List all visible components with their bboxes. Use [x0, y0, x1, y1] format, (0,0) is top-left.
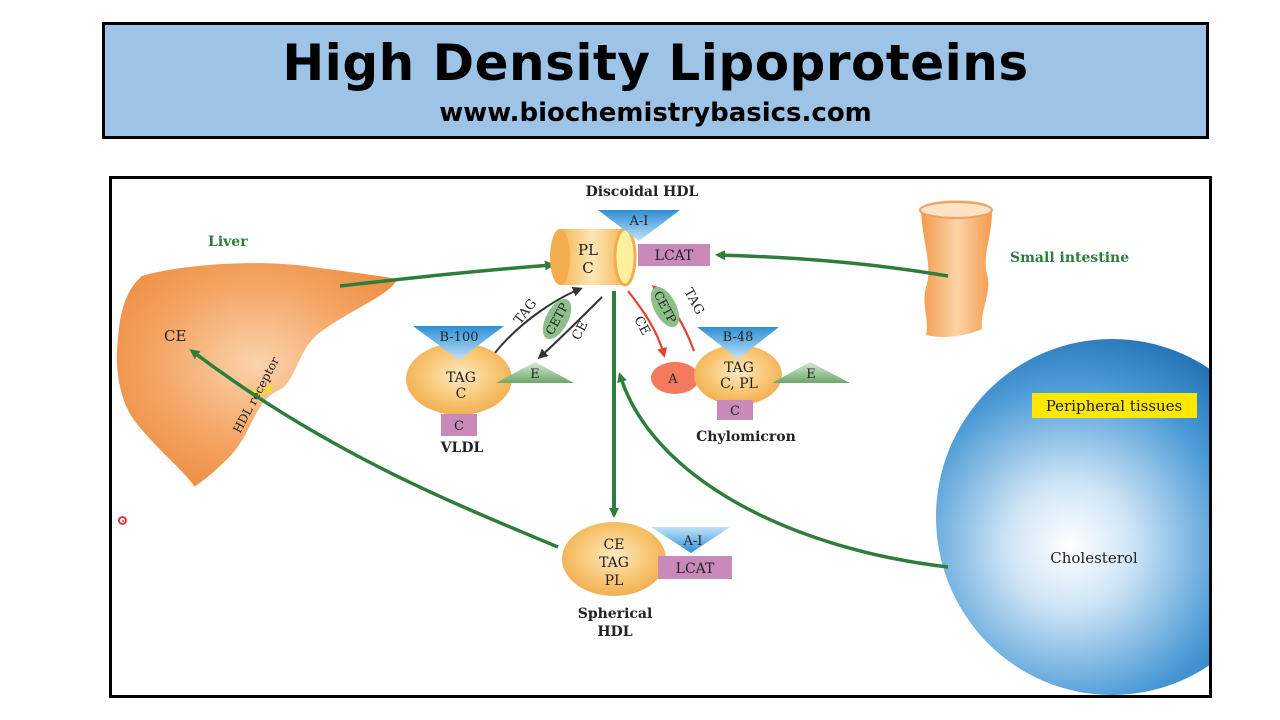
arrow-tag-to-hdl — [493, 286, 583, 355]
liver-ce-label: CE — [164, 327, 186, 345]
chylo-apo-e-triangle — [772, 362, 850, 383]
arrow-cholesterol-to-hdl — [617, 372, 949, 569]
vldl-core-line2: C — [456, 386, 467, 402]
hdl-metabolism-diagram: Peripheral tissues Cholesterol Liver CE … — [116, 184, 1209, 695]
chylo-core-line1: TAG — [724, 360, 754, 376]
chylo-apo-e-label: E — [806, 367, 816, 382]
vldl-b100-triangle — [413, 326, 504, 360]
chylo-apo-c-label: C — [730, 404, 740, 419]
intestine-opening — [919, 201, 993, 219]
page-title: High Density Lipoproteins — [282, 34, 1029, 92]
liver-caption: Liver — [208, 234, 248, 250]
peripheral-tissues: Peripheral tissues Cholesterol — [936, 339, 1209, 695]
chylo-apo-a-oval — [651, 362, 699, 394]
title-banner: High Density Lipoproteins www.biochemist… — [102, 22, 1209, 139]
discoidal-apo-ai-triangle — [598, 210, 680, 241]
chylo-body — [694, 345, 782, 405]
chylo-b48-label: B-48 — [723, 330, 754, 345]
chylo-apo-a-label: A — [667, 372, 678, 387]
chylo-ce-label: CE — [630, 314, 652, 338]
spherical-lcat-label: LCAT — [676, 561, 715, 577]
cholesterol-label: Cholesterol — [1050, 549, 1138, 567]
chylo-caption: Chylomicron — [696, 429, 796, 445]
liver-shape — [116, 263, 397, 487]
diagram-frame: Peripheral tissues Cholesterol Liver CE … — [109, 176, 1212, 698]
arrow-intestine-to-discoidal — [715, 250, 949, 278]
spherical-core-line2: TAG — [599, 555, 629, 571]
small-intestine: Small intestine — [919, 200, 1129, 337]
chylo-b48-triangle — [697, 327, 779, 359]
vldl-apo-e-triangle — [496, 362, 574, 383]
chylo-core-line2: C, PL — [720, 376, 758, 392]
spherical-apo-ai-label: A-I — [683, 534, 703, 549]
vldl: B-100 TAG C E C VLDL — [406, 326, 574, 456]
spherical-core-line1: CE — [604, 537, 625, 553]
discoidal-lcat-label: LCAT — [655, 248, 694, 264]
discoidal-right-cap — [613, 227, 637, 287]
liver: Liver CE HDL receptor — [116, 234, 397, 487]
small-intestine-caption: Small intestine — [1010, 250, 1129, 266]
vldl-b100-label: B-100 — [440, 330, 479, 345]
page-subtitle: www.biochemistrybasics.com — [439, 98, 872, 128]
discoidal-hdl: Discoidal HDL PL C A-I LCAT — [550, 184, 710, 287]
chylomicron: A B-48 TAG C, PL E C Chylomicron — [651, 327, 850, 445]
spherical-body — [562, 522, 666, 596]
discoidal-lcat-box — [638, 244, 710, 266]
arrow-ce-to-chylomicron — [627, 290, 668, 358]
peripheral-label: Peripheral tissues — [1046, 397, 1183, 415]
discoidal-hdl-caption: Discoidal HDL — [586, 184, 699, 200]
vldl-tag-label: TAG — [511, 296, 540, 327]
discoidal-left-cap — [550, 229, 570, 285]
arrow-spherical-to-liver — [189, 349, 559, 549]
vldl-core-line1: TAG — [446, 370, 476, 386]
spherical-lcat-box — [658, 556, 732, 579]
chylo-tag-label: TAG — [680, 286, 706, 318]
vldl-apo-e-label: E — [530, 367, 540, 382]
spherical-hdl: CE TAG PL A-I LCAT Spherical HDL — [562, 522, 732, 640]
discoidal-apo-ai-label: A-I — [629, 214, 649, 229]
arrow-liver-to-discoidal — [339, 260, 555, 288]
discoidal-core-line2: C — [582, 259, 593, 277]
peripheral-tissue-sphere — [936, 339, 1209, 695]
intestine-tube — [921, 200, 992, 337]
chylo-exchange: CE CETP TAG — [627, 284, 707, 358]
vldl-apo-c-box — [441, 414, 477, 436]
hdl-receptor-mark — [253, 384, 274, 395]
vldl-caption: VLDL — [440, 440, 484, 456]
spherical-caption-line1: Spherical — [578, 606, 653, 622]
spherical-apo-ai-triangle — [651, 527, 730, 553]
vldl-exchange: TAG CETP CE — [493, 286, 603, 360]
peripheral-label-box — [1032, 393, 1197, 418]
vldl-body — [406, 343, 512, 415]
discoidal-core-line1: PL — [578, 241, 598, 259]
chylo-apo-c-box — [717, 400, 753, 420]
arrow-ce-to-vldl — [537, 296, 603, 360]
cursor-indicator — [118, 516, 127, 525]
vldl-apo-c-label: C — [454, 419, 464, 434]
spherical-caption-line2: HDL — [597, 624, 632, 640]
green-arrows — [189, 250, 949, 569]
spherical-core-line3: PL — [605, 573, 624, 589]
vldl-ce-label: CE — [569, 319, 591, 343]
